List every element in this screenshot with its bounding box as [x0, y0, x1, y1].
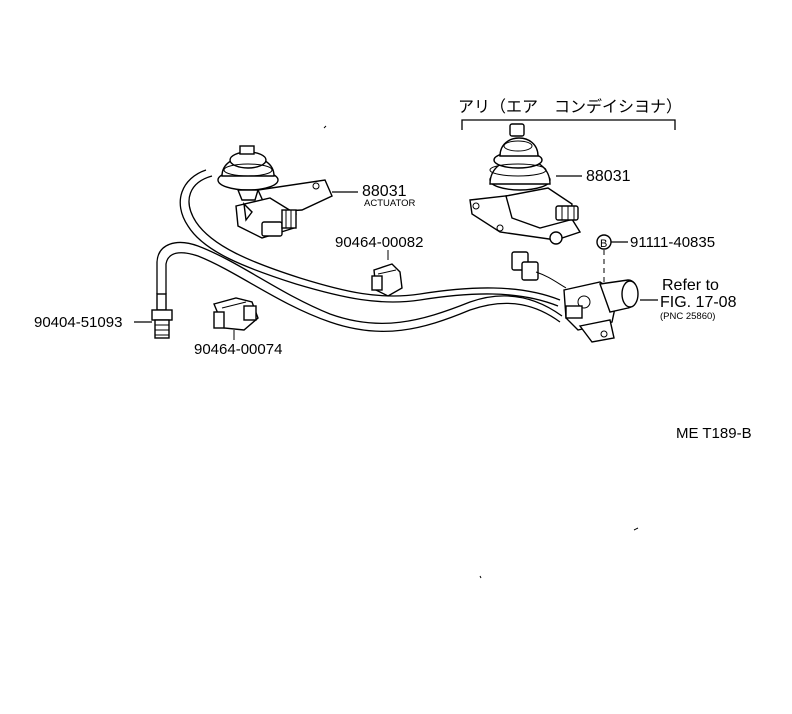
label-clamp-lower: 90464-00074	[194, 341, 282, 358]
label-actuator-left-name: ACTUATOR	[364, 198, 416, 209]
diagram-code: ME T189-B	[676, 425, 752, 442]
variant-bracket	[461, 119, 676, 130]
variant-header-label: アリ（エア コンデイシヨナ）	[458, 97, 682, 116]
stray-mark	[479, 575, 482, 579]
stray-mark	[633, 527, 639, 531]
label-bolt: 91111-40835	[630, 234, 715, 251]
bolt-marker: B	[596, 234, 628, 300]
actuator-right	[469, 123, 582, 245]
clamp-lower	[213, 297, 259, 331]
vacuum-switching-valve	[511, 251, 639, 343]
clamp-upper	[371, 263, 403, 297]
label-refer-line2: FIG. 17-08	[660, 294, 737, 311]
bolt-marker-letter: B	[600, 238, 607, 250]
label-clamp-upper: 90464-00082	[335, 234, 423, 251]
label-refer-line1: Refer to	[662, 277, 719, 294]
label-actuator-right-number: 88031	[586, 168, 631, 185]
variant-header: アリ（エア コンデイシヨナ）	[458, 97, 682, 130]
vacuum-hoses	[156, 169, 563, 333]
actuator-left	[217, 145, 333, 239]
label-connector-left: 90404-51093	[34, 314, 122, 331]
hose-connector	[151, 293, 173, 339]
label-refer-line3: (PNC 25860)	[660, 311, 715, 322]
stray-mark	[323, 125, 327, 129]
label-actuator-left-number: 88031	[362, 183, 407, 200]
